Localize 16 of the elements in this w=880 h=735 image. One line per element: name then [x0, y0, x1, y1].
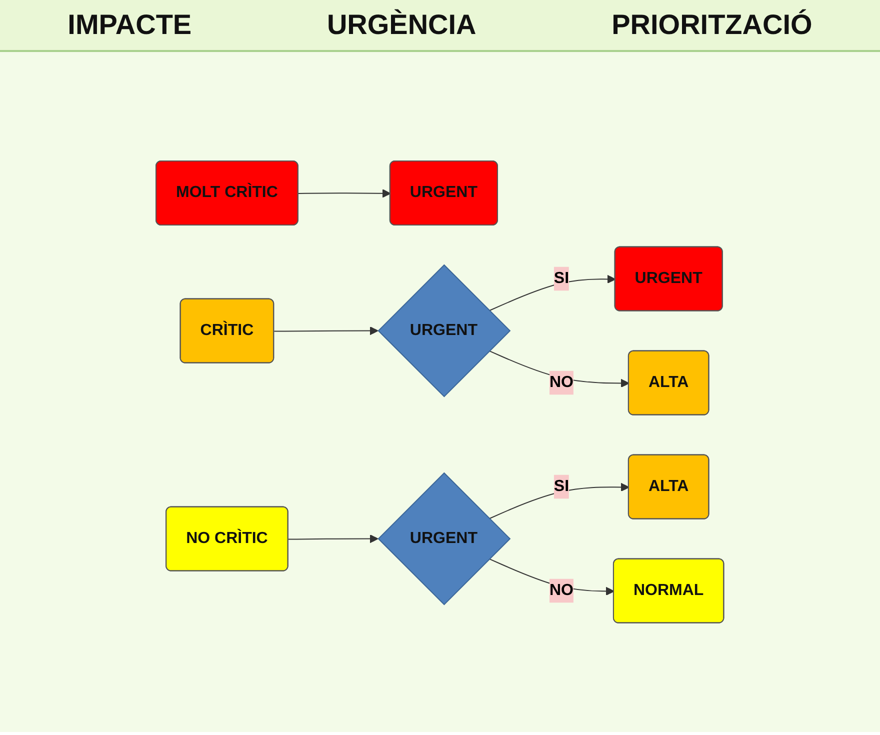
node-diamond: URGENT	[378, 472, 511, 606]
edge-label: SI	[554, 478, 570, 495]
arrow	[274, 326, 378, 336]
edge-label: NO	[550, 374, 574, 391]
edge-label: NO	[550, 582, 574, 599]
arrow	[488, 482, 630, 520]
edge-label: SI	[554, 270, 570, 287]
arrow	[488, 558, 615, 596]
node-diamond: URGENT	[378, 264, 511, 398]
column-heading: IMPACTE	[68, 9, 192, 41]
arrow	[488, 274, 616, 312]
column-heading: PRIORITZACIÓ	[612, 9, 812, 41]
arrow	[298, 189, 391, 198]
arrow	[288, 534, 378, 544]
arrow	[488, 350, 630, 388]
column-heading: URGÈNCIA	[326, 9, 476, 41]
